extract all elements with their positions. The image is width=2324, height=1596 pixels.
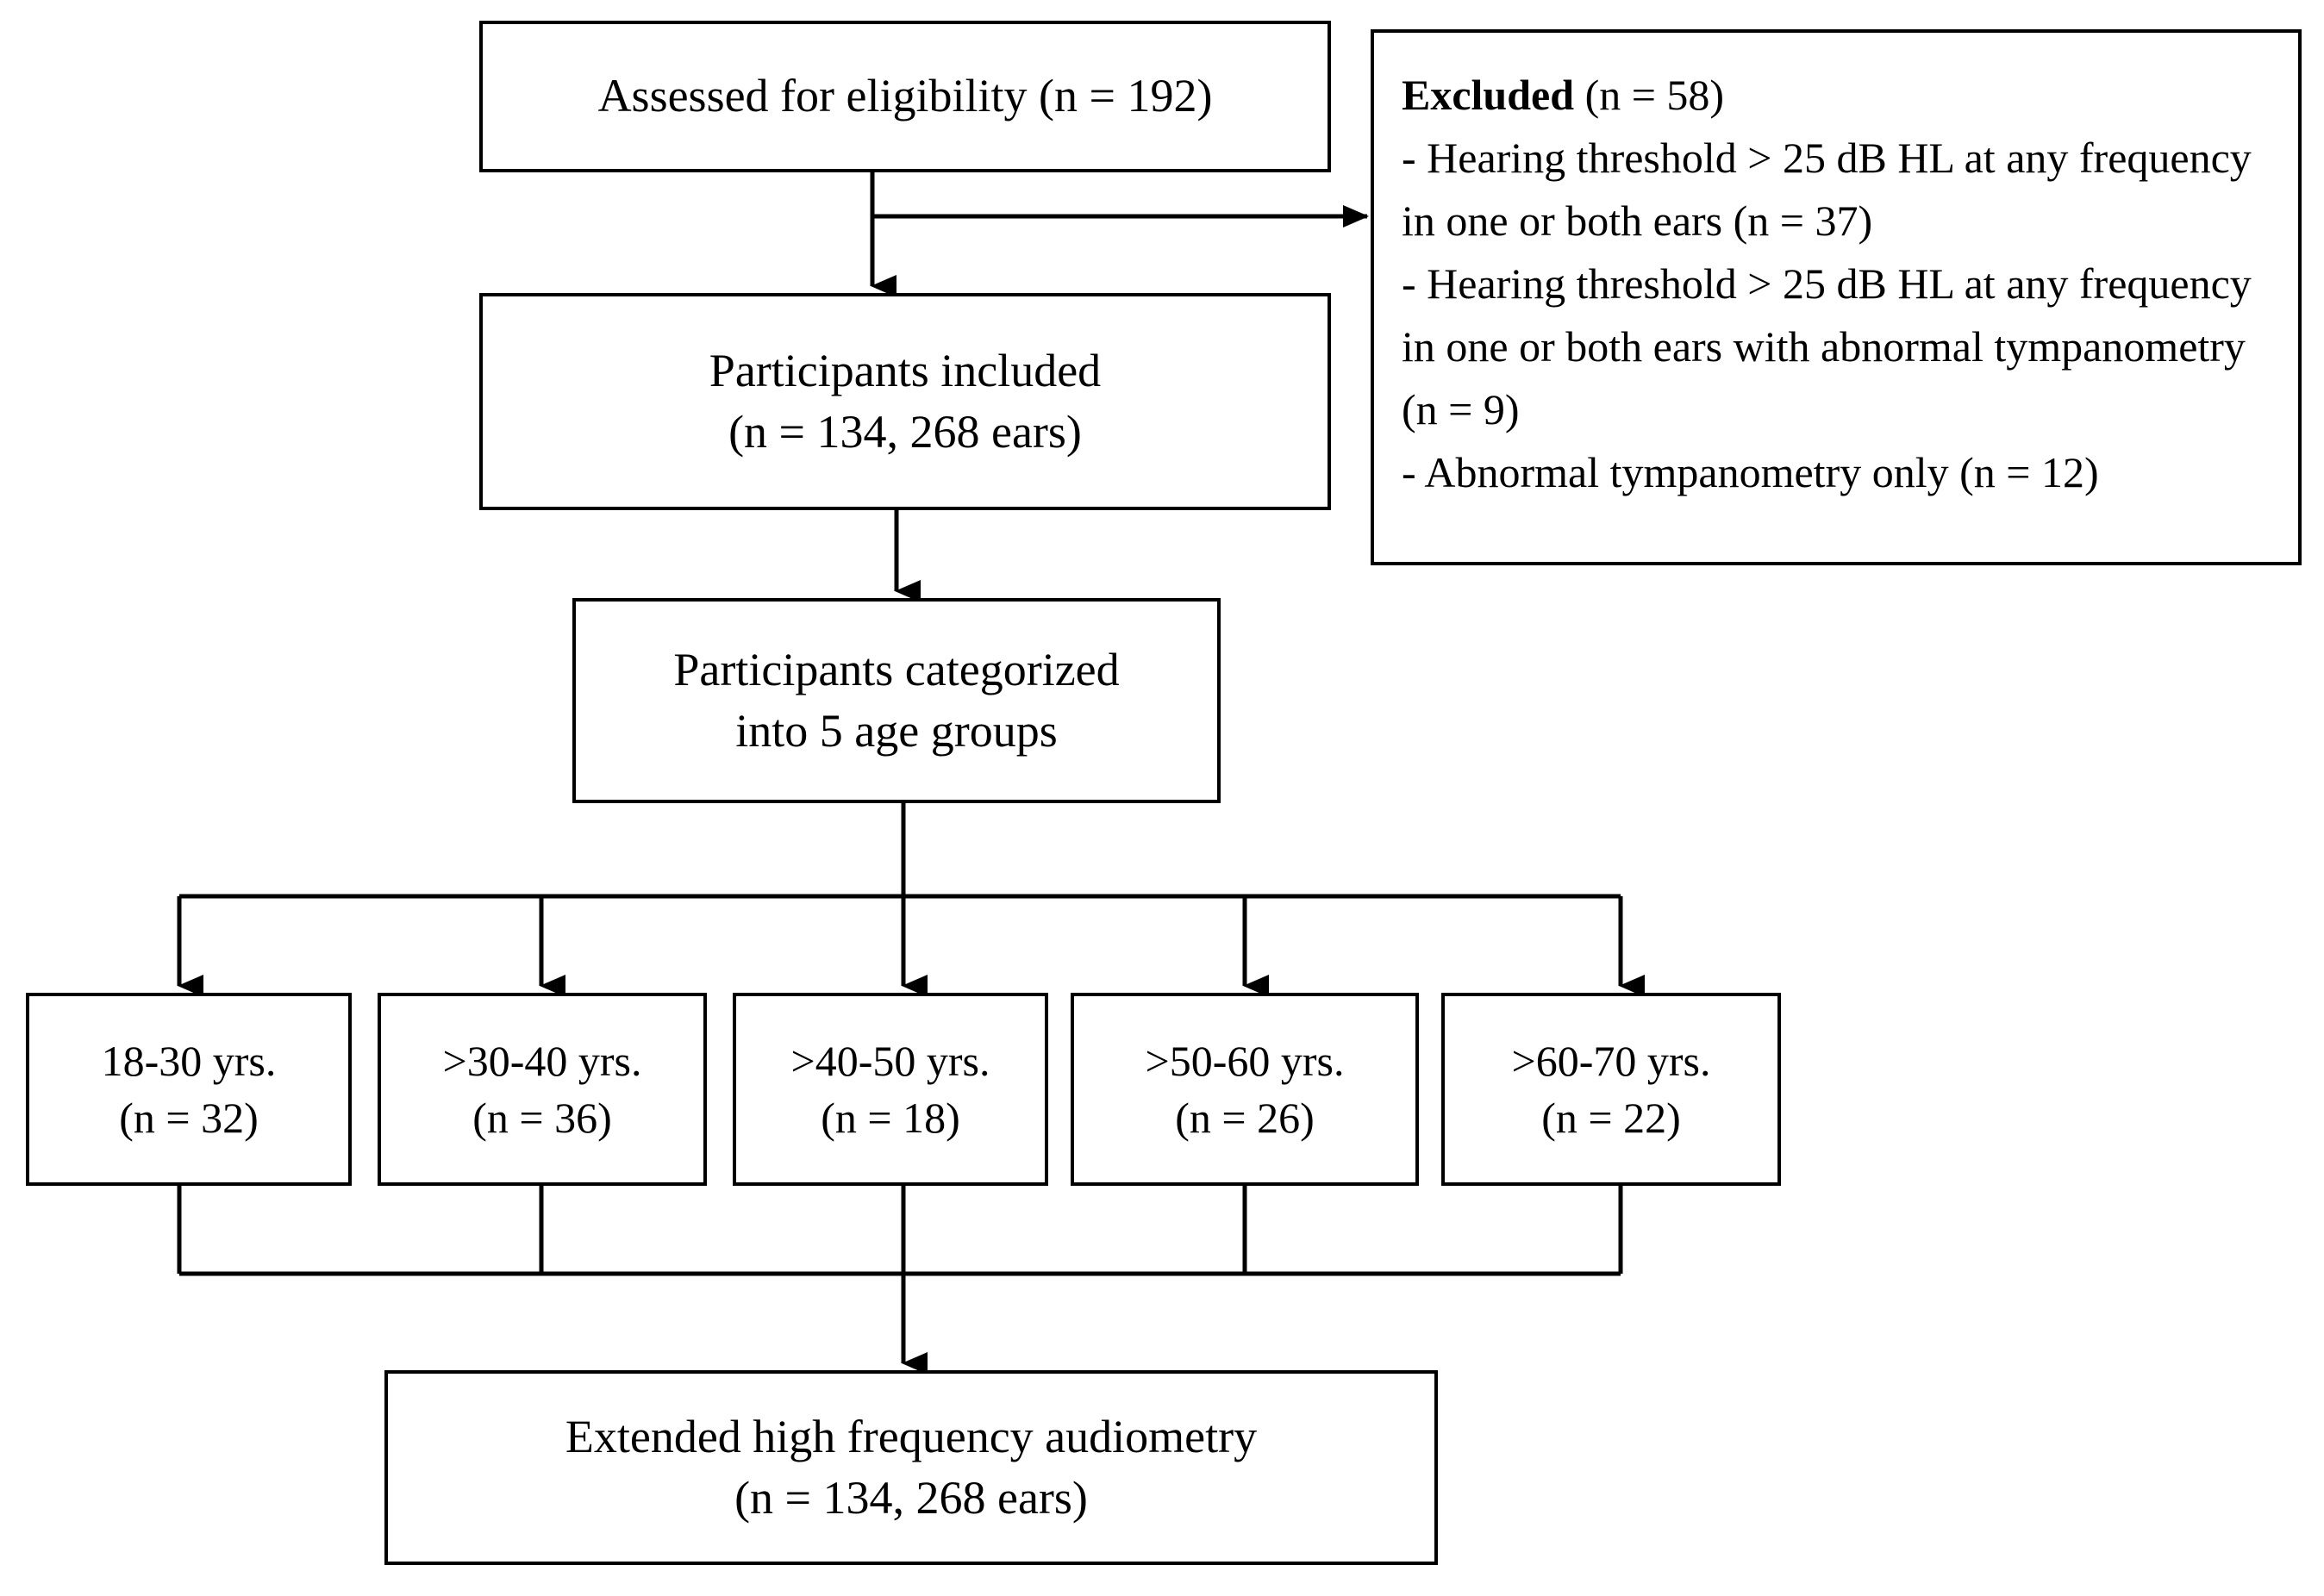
node-age-group-50-60: >50-60 yrs. (n = 26) [1071,993,1419,1186]
node-outcome-line-1: Extended high frequency audiometry [565,1410,1258,1462]
age-group-count: (n = 26) [1175,1094,1315,1142]
node-assessed-for-eligibility: Assessed for eligibility (n = 192) [479,21,1331,172]
age-group-count: (n = 22) [1541,1094,1681,1142]
excluded-item-1: - Hearing threshold > 25 dB HL at any fr… [1402,134,2252,245]
node-age-group-18-30: 18-30 yrs. (n = 32) [26,993,352,1186]
age-group-label: 18-30 yrs. [101,1037,277,1085]
excluded-item-2: - Hearing threshold > 25 dB HL at any fr… [1402,259,2252,433]
node-assessed-line-1: Assessed for eligibility (n = 192) [597,70,1213,122]
node-age-group-60-70: >60-70 yrs. (n = 22) [1441,993,1781,1186]
connector-agegroups-to-outcome [177,1186,1623,1375]
age-group-label: >40-50 yrs. [790,1037,990,1085]
age-group-count: (n = 18) [821,1094,960,1142]
node-age-group-30-40: >30-40 yrs. (n = 36) [378,993,707,1186]
age-group-label: >30-40 yrs. [442,1037,642,1085]
node-categorized-line-1: Participants categorized [673,643,1120,695]
node-extended-high-frequency-audiometry: Extended high frequency audiometry (n = … [384,1370,1438,1565]
connector-categorized-to-agegroups [177,803,1645,997]
age-group-label: >60-70 yrs. [1511,1037,1711,1085]
node-participants-included: Participants included (n = 134, 268 ears… [479,293,1331,510]
node-age-group-40-50: >40-50 yrs. (n = 18) [733,993,1048,1186]
age-group-label: >50-60 yrs. [1145,1037,1345,1085]
node-included-line-1: Participants included [709,344,1102,396]
age-group-count: (n = 32) [119,1094,259,1142]
age-group-count: (n = 36) [472,1094,612,1142]
node-included-line-2: (n = 134, 268 ears) [728,406,1082,458]
node-categorized-line-2: into 5 age groups [735,705,1058,757]
node-outcome-line-2: (n = 134, 268 ears) [734,1472,1088,1524]
excluded-header-count: (n = 58) [1574,71,1725,119]
node-participants-categorized: Participants categorized into 5 age grou… [572,598,1221,803]
node-excluded: Excluded (n = 58) - Hearing threshold > … [1371,29,2302,565]
excluded-item-3: - Abnormal tympanometry only (n = 12) [1402,448,2099,496]
excluded-header-row: Excluded (n = 58) [1402,64,2272,127]
excluded-header: Excluded [1402,71,1575,119]
